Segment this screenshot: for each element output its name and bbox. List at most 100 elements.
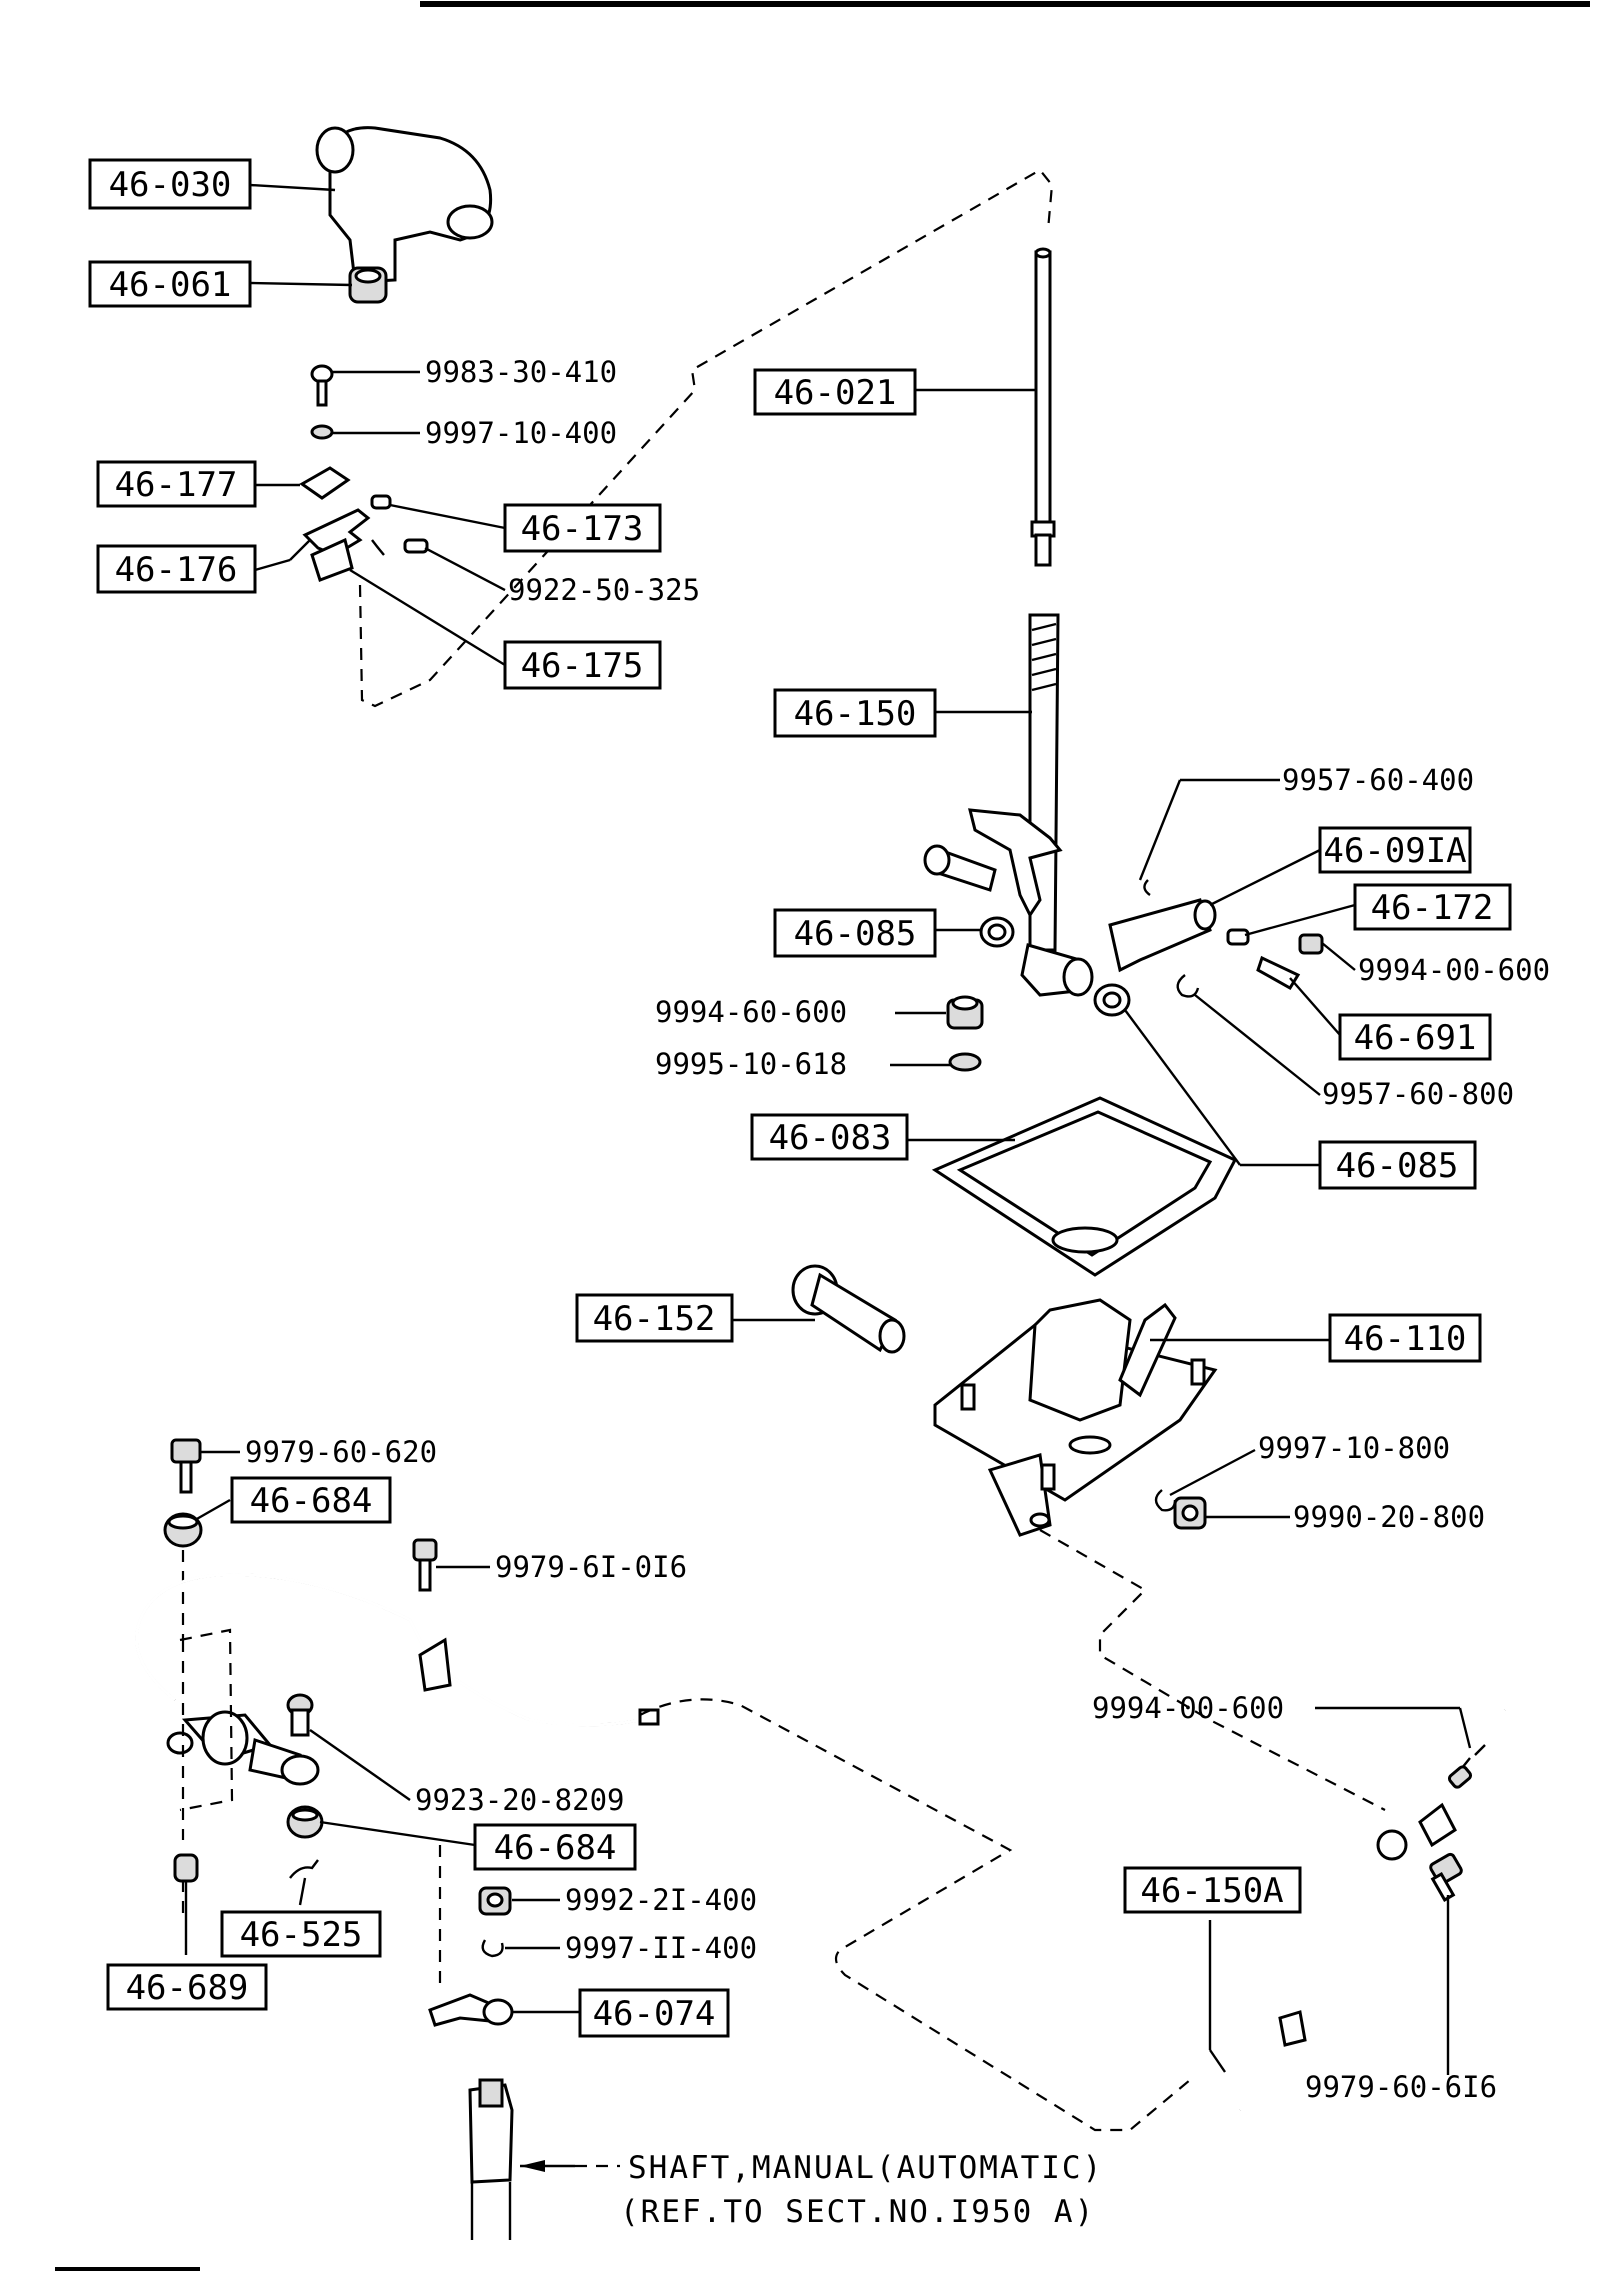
svg-text:46-110: 46-110 [1344,1319,1467,1359]
bracket-46176-part [302,494,429,582]
svg-text:46-074: 46-074 [593,1994,716,2034]
nut-9992-part [478,1886,512,1916]
dashed-bracket-left [179,1628,234,1812]
num-9997-11-400: 9997-II-400 [565,1931,757,1965]
svg-text:46-150A: 46-150A [1140,1871,1283,1911]
num-9957-60-400: 9957-60-400 [1282,763,1474,797]
dashed-guide-upper [358,168,1054,708]
nut-9994-60-part [946,995,984,1030]
box-46173: 46-173 [503,503,662,553]
num-9992-21-400: 9992-2I-400 [565,1883,757,1917]
nut-9990-part [1173,1496,1207,1530]
svg-text:46-173: 46-173 [521,509,644,549]
box-46175: 46-175 [503,640,662,690]
shift-knob-part [315,126,494,284]
num-9990-20-800: 9990-20-800 [1293,1500,1485,1534]
box-46150: 46-150 [773,688,937,738]
box-46091a: 46-09IA [1318,826,1472,874]
box-46085-right: 46-085 [1318,1140,1477,1190]
svg-text:46-689: 46-689 [126,1968,249,2008]
svg-text:46-085: 46-085 [794,914,917,954]
svg-text:46-684: 46-684 [250,1481,373,1521]
svg-text:46-176: 46-176 [115,550,238,590]
num-9979-60-620: 9979-60-620 [245,1435,437,1469]
svg-text:46-684: 46-684 [494,1828,617,1868]
clip-46091a-part [1108,898,1217,973]
circlip-small-part [1143,879,1151,896]
box-46525: 46-525 [220,1910,382,1958]
box-46061: 46-061 [88,260,252,308]
svg-text:46-150: 46-150 [794,694,917,734]
svg-text:46-152: 46-152 [593,1299,716,1339]
box-46172: 46-172 [1353,883,1512,931]
circlip-large-part [1176,974,1200,998]
cable-46150a-part [1238,1708,1507,2112]
svg-text:46-021: 46-021 [774,373,897,413]
svg-text:46-030: 46-030 [109,165,232,205]
svg-text:46-061: 46-061 [109,265,232,305]
num-9979-60-616: 9979-60-6I6 [1305,2070,1497,2104]
box-46176: 46-176 [96,544,257,594]
shaft-note-line2: (REF.TO SECT.NO.I950 A) [620,2194,1095,2230]
num-9994-00-600-lower: 9994-00-600 [1092,1691,1284,1725]
svg-text:46-177: 46-177 [115,465,238,505]
gasket-46083-part [931,1096,1238,1277]
box-46021: 46-021 [753,368,917,416]
pin-46689-part [173,1853,199,1883]
bolt-46152-part [791,1264,906,1354]
knob-nut-part [348,266,388,304]
svg-text:46-691: 46-691 [1354,1018,1477,1058]
nut-small-part [1298,933,1324,955]
num-9997-10-800: 9997-10-800 [1258,1431,1450,1465]
num-9983-30-410: 9983-30-410 [425,355,617,389]
box-46152: 46-152 [575,1293,734,1343]
box-46691: 46-691 [1338,1013,1492,1061]
bolt-9979-60-616-part [1429,1852,1463,1902]
bushing-46085-left-part [979,916,1015,948]
leader-lines [184,183,1472,2075]
box-46177: 46-177 [96,460,257,508]
grommet-46684-upper-part [163,1512,203,1548]
shaft-arrow-head [520,2160,545,2172]
bushing-46085-right-part [1093,983,1131,1017]
num-9994-00-600-upper: 9994-00-600 [1358,953,1550,987]
plate-46177-part [299,466,351,500]
washer-part [310,424,334,440]
num-9997-10-400: 9997-10-400 [425,416,617,450]
box-46110: 46-110 [1328,1313,1482,1363]
shift-base-46110-part [933,1298,1218,1537]
washer-9995-part [948,1052,982,1072]
pin-46172-part [1226,928,1250,946]
lever-46074-part [428,1993,514,2027]
box-46684-lower: 46-684 [473,1823,637,1871]
box-46074: 46-074 [578,1988,730,2038]
box-46083: 46-083 [750,1113,909,1161]
svg-text:46-085: 46-085 [1336,1146,1459,1186]
num-9994-60-600: 9994-60-600 [655,995,847,1029]
svg-text:46-525: 46-525 [240,1915,363,1955]
svg-text:46-09IA: 46-09IA [1323,831,1466,871]
shaft-note-line1: SHAFT,MANUAL(AUTOMATIC) [628,2150,1103,2186]
box-46150a: 46-150A [1123,1866,1302,1914]
bushing-9923-part [286,1693,314,1737]
rod-46021-part [1030,247,1056,567]
num-9957-60-800: 9957-60-800 [1322,1077,1514,1111]
manual-shaft-part [468,2078,514,2240]
clip-46525-part [289,1859,319,1879]
washer-9997-11-part [481,1939,504,1958]
box-46030: 46-030 [88,158,252,210]
box-46689: 46-689 [106,1963,268,2011]
dashed-guide-loop [639,1698,1191,2132]
svg-text:46-172: 46-172 [1371,888,1494,928]
dashed-guide-right [1039,1529,1386,1811]
box-46085-left: 46-085 [773,908,937,958]
bolt-9979-60-620-part [170,1438,202,1494]
bolt-46691-part [1256,955,1301,991]
svg-text:46-083: 46-083 [769,1118,892,1158]
lever-46150-part [923,613,1094,997]
num-9979-61-016: 9979-6I-0I6 [495,1550,687,1584]
box-46684-upper: 46-684 [230,1476,392,1524]
cable-assembly-part [135,1573,660,1786]
